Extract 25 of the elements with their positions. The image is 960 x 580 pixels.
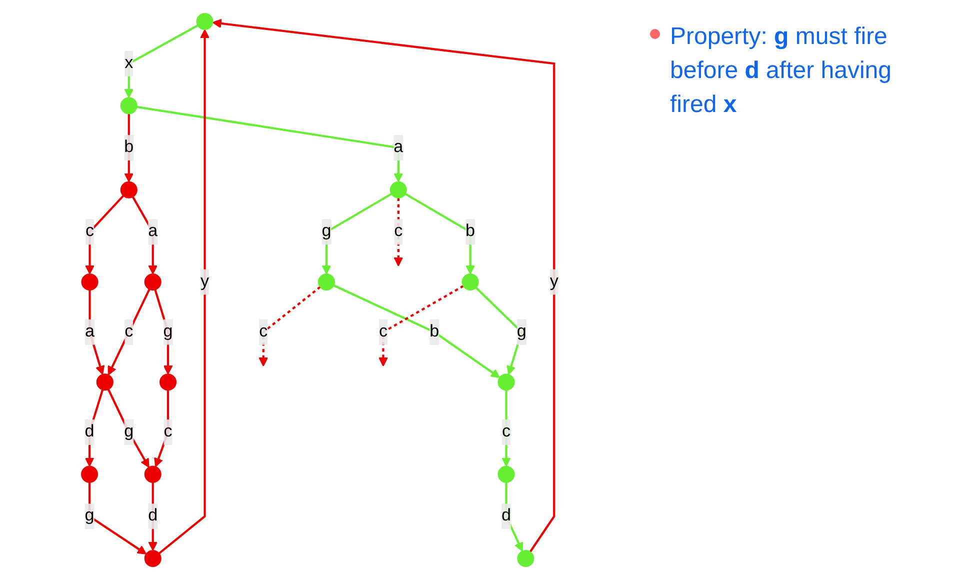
edge-label: x [124,50,134,76]
edge-label: b [430,319,440,345]
edge-label: c [379,319,388,345]
edge-label: c [86,219,94,245]
edge-label: c [164,419,172,445]
edge-label: a [85,319,95,345]
edge-label: g [84,504,94,530]
edge-label: c [124,319,134,345]
edge-label: a [394,134,404,161]
edge-label: g [322,219,332,245]
edge-label: d [84,419,94,445]
edge-label: a [148,219,158,245]
edge-label: y [200,269,210,295]
edge-label: d [148,504,158,530]
edge-label: b [466,219,476,245]
edge-label: g [163,319,173,345]
edge-label: d [502,504,512,530]
edge-label: b [124,134,134,161]
edge-label: c [502,419,511,445]
property-note: Property: g must fire before d after having fired x [670,22,892,120]
edge-label: g [516,319,526,345]
edge-label: c [259,319,268,345]
edge-label: g [124,419,134,445]
edge-label: y [550,269,558,295]
edge-label: c [394,219,403,245]
